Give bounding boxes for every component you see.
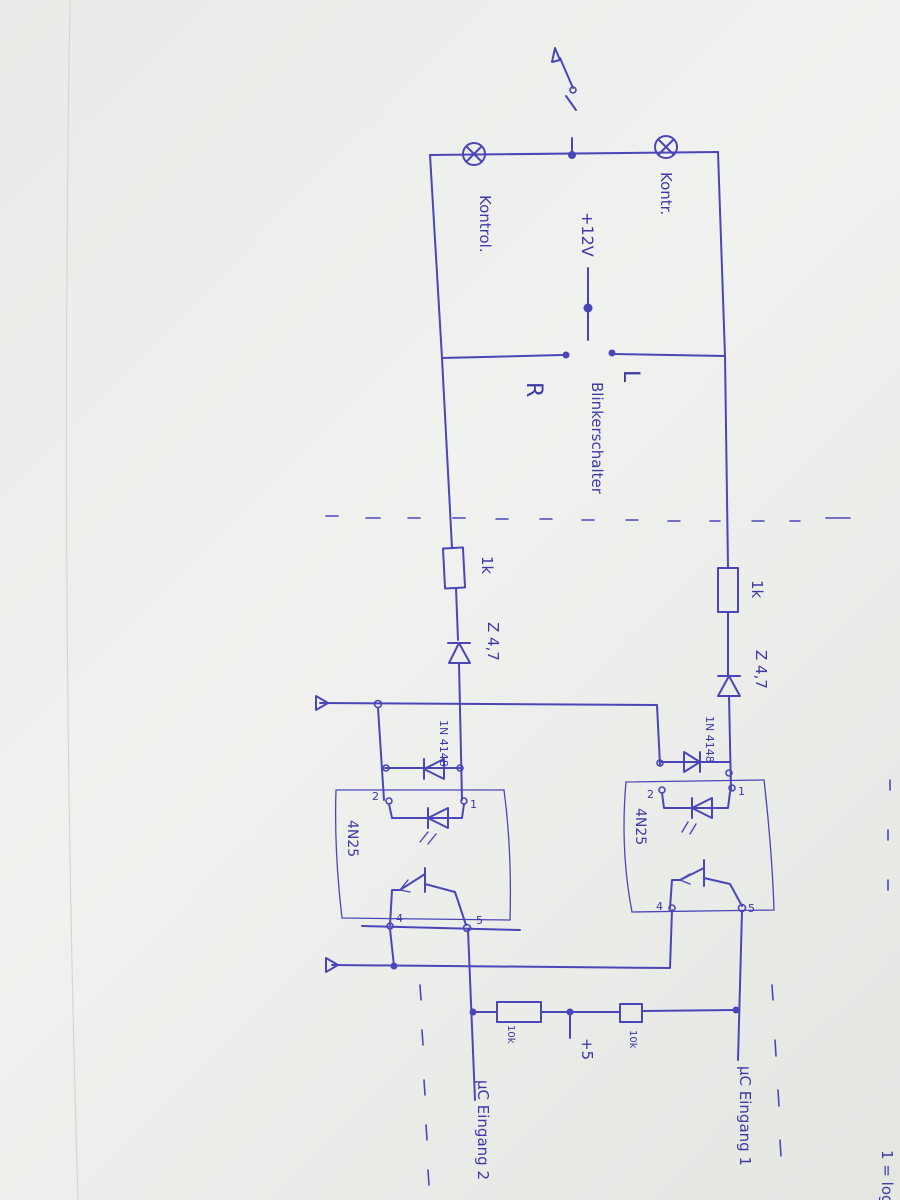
diode-left-label-a: 1N 4148 — [437, 720, 450, 767]
left-emitter-bar — [361, 925, 521, 931]
l-led-wire — [728, 695, 732, 791]
switch-name-label: Blinkerschalter — [588, 382, 606, 495]
left-emitter-wire — [389, 928, 395, 967]
res-right-top-label: 1k — [748, 580, 766, 599]
zener-right-label: Z 4,7 — [752, 650, 770, 689]
pin2-right-label: 2 — [647, 788, 654, 801]
input-left-label: µC Eingang 2 — [474, 1080, 492, 1180]
zener-right-icon — [717, 675, 741, 697]
pullup-left-label: 10k — [505, 1025, 516, 1044]
pullup-right-wire — [641, 1009, 737, 1012]
diode-left-icon — [423, 758, 445, 780]
logic-supply-label: +5 — [578, 1038, 596, 1060]
r-led-wire — [458, 662, 463, 801]
r-mid-wire — [455, 587, 459, 641]
resistor-right-top-icon — [717, 567, 739, 613]
isolation-divider — [325, 515, 851, 522]
phototransistor-right-icon — [669, 859, 743, 909]
supply-label: +12V — [578, 212, 597, 257]
pullup-left-icon — [496, 1001, 542, 1023]
r-feed-wire — [441, 357, 453, 549]
pullup-right-label: 10k — [627, 1030, 638, 1049]
optocoupler-right-package — [623, 779, 775, 913]
input-right-label: µC Eingang 1 — [736, 1066, 754, 1166]
optocoupler-left-package — [334, 789, 512, 921]
lamp-right-icon — [654, 135, 678, 159]
ground-arrow-bottom-icon — [325, 957, 339, 973]
diode-right-icon — [683, 751, 701, 773]
switch-right-label: R — [521, 382, 546, 397]
l-feed-wire — [724, 355, 729, 569]
right-output-wire — [737, 910, 743, 1061]
pin5-right-label: 5 — [748, 902, 755, 915]
pin4-right-label: 4 — [656, 900, 663, 913]
switch-left-label: L — [618, 370, 643, 383]
common-bus-top — [319, 702, 661, 766]
lamp-left-icon — [462, 142, 486, 166]
lamp-top-label: Kontr. — [657, 172, 675, 215]
phototransistor-left-icon — [389, 867, 467, 926]
zener-left-icon — [447, 642, 471, 664]
lamp-bottom-label: Kontrol. — [476, 195, 494, 253]
ic-right-label: 4N25 — [632, 808, 648, 845]
zener-left-label: Z 4,7 — [484, 622, 502, 661]
res-left-top-label: 1k — [478, 556, 496, 575]
pin4-left-label: 4 — [396, 912, 403, 925]
resistor-left-top-icon — [441, 546, 467, 590]
pin2-left-label: 2 — [372, 790, 379, 803]
pin5-left-label: 5 — [476, 914, 483, 927]
diode-right-label-a: 1N 4148 — [703, 716, 716, 763]
pullup-right-icon — [619, 1003, 643, 1023]
edge-note: 1 = log. — [878, 1150, 896, 1200]
pin1-left-label: 1 — [470, 798, 477, 811]
blinker-switch-icon — [562, 267, 616, 359]
common-bus-bottom — [331, 909, 673, 969]
right-channel-wire — [429, 154, 563, 359]
lamp-bus — [429, 151, 719, 156]
power-feed — [551, 47, 577, 159]
led-right-icon — [661, 791, 731, 835]
ic-left-label: 4N25 — [344, 820, 360, 857]
pin1-right-label: 1 — [738, 785, 745, 798]
led-left-icon — [388, 803, 465, 845]
ground-arrow-top-icon — [315, 695, 329, 711]
bottom-divider — [419, 779, 891, 1186]
left-cathode-wire — [377, 707, 385, 801]
paper-fold — [65, 0, 79, 1200]
